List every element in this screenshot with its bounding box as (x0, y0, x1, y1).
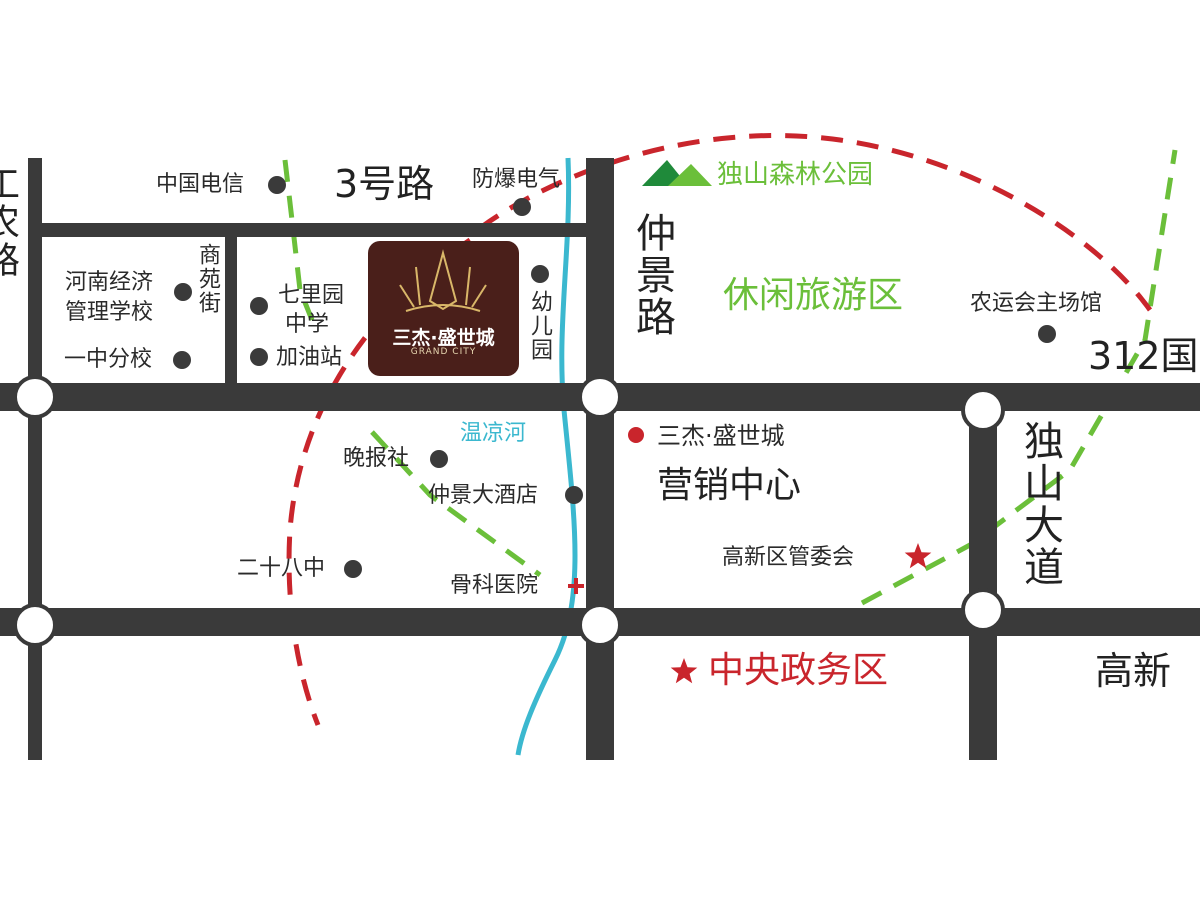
project-logo: 三杰·盛世城 GRAND CITY (368, 241, 519, 376)
dot-icon (268, 176, 286, 194)
dot-icon (344, 560, 362, 578)
dot-icon (173, 351, 191, 369)
crown-icon (399, 249, 487, 312)
label-forest-park: 独山森林公园 (717, 160, 874, 190)
road-label-312: 312国 (1088, 334, 1199, 378)
dot-icon (1038, 325, 1056, 343)
dot-icon (513, 198, 531, 216)
poi-yizhong-branch: 一中分校 (64, 347, 153, 372)
dot-icon (531, 265, 549, 283)
road-label-gaoxin: 高新 (1095, 649, 1172, 693)
poi-markers (173, 176, 1056, 578)
intersection (578, 603, 622, 647)
intersection (961, 588, 1005, 632)
road-label-zhongjing: 仲景路 (629, 212, 675, 338)
intersection (13, 375, 57, 419)
dot-icon (565, 486, 583, 504)
green-boundary-lower (370, 430, 542, 578)
dot-icon (250, 348, 268, 366)
sales-center-dot-icon (628, 427, 644, 443)
intersections (13, 375, 1005, 647)
green-boundary-upper (282, 159, 315, 321)
mountain-icon (642, 160, 712, 186)
logo-chinese-name: 三杰·盛世城 (392, 327, 495, 349)
label-sales-center-name: 三杰·盛世城 (657, 422, 785, 450)
poi-high-tech-committee: 高新区管委会 (722, 545, 855, 570)
poi-newspaper: 晚报社 (343, 446, 410, 471)
road-label-no3: 3号路 (334, 162, 435, 206)
dot-icon (174, 283, 192, 301)
label-leisure-tourism: 休闲旅游区 (723, 275, 904, 316)
intersection (13, 603, 57, 647)
star-icon (904, 543, 932, 569)
red-route-east (478, 133, 1153, 312)
label-river: 温凉河 (460, 421, 527, 446)
poi-henan-econ-school-line2: 管理学校 (65, 300, 154, 325)
dot-icon (430, 450, 448, 468)
intersection (961, 388, 1005, 432)
label-central-government: 中央政务区 (708, 650, 889, 691)
poi-no28-school: 二十八中 (237, 556, 326, 581)
hospital-cross-icon (568, 578, 584, 594)
star-icon (670, 658, 698, 684)
label-sales-center: 营销中心 (657, 465, 802, 506)
poi-qiliyuan-school-line2: 中学 (285, 312, 330, 337)
intersection (578, 375, 622, 419)
poi-kindergarten: 幼儿园 (527, 290, 552, 362)
poi-china-telecom: 中国电信 (156, 172, 245, 197)
poi-orthopedic-hospital: 骨科医院 (450, 573, 539, 598)
poi-qiliyuan-school-line1: 七里园 (278, 283, 345, 308)
poi-sports-stadium: 农运会主场馆 (970, 291, 1103, 316)
road-label-shangyuan: 商苑街 (195, 243, 220, 315)
poi-zhongjing-hotel: 仲景大酒店 (428, 483, 539, 508)
poi-henan-econ-school-line1: 河南经济 (65, 270, 154, 295)
poi-explosion-proof: 防爆电气 (472, 167, 561, 192)
road-label-left: 工农路 (0, 165, 19, 279)
wenliang-river (515, 157, 578, 756)
green-boundary-east (860, 149, 1178, 606)
logo-english-name: GRAND CITY (410, 347, 477, 357)
poi-gas-station: 加油站 (276, 345, 343, 370)
road-label-dushan: 独山大道 (1017, 420, 1063, 588)
dot-icon (250, 297, 268, 315)
